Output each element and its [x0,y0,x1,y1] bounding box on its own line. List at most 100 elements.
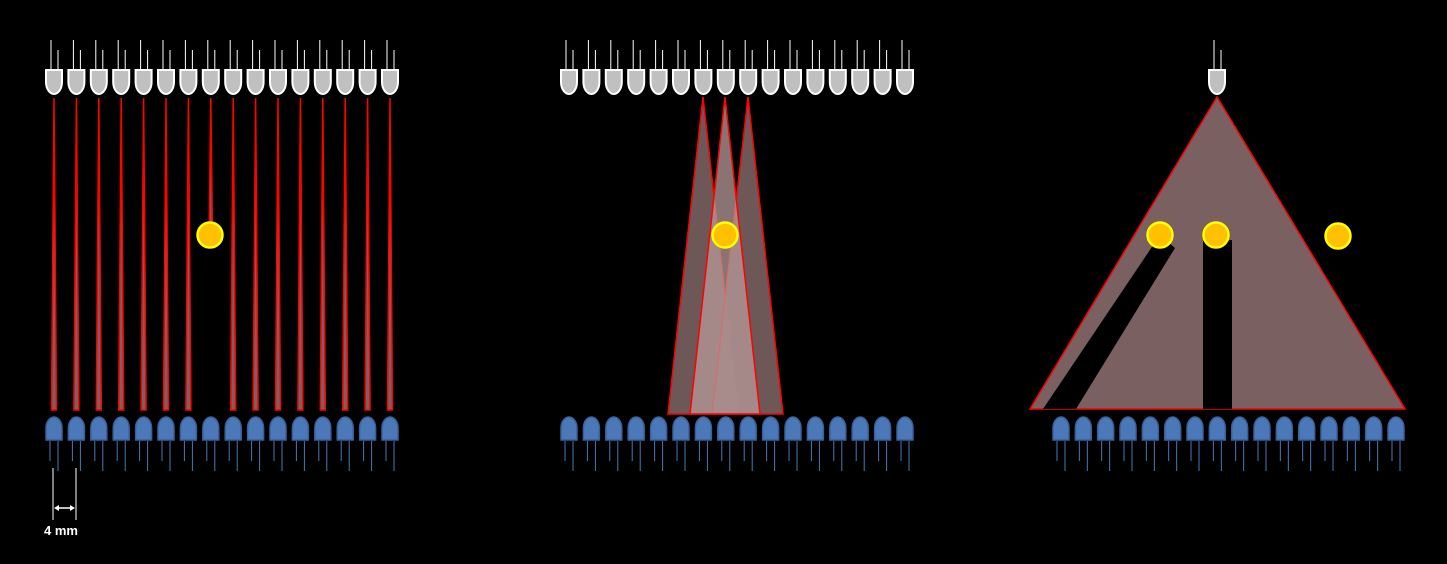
receiver-led-icon [829,416,847,441]
beam [95,97,103,411]
receiver-led-icon [1275,416,1294,441]
receiver-led-icon [1364,416,1383,441]
receiver-led-icon [627,416,645,441]
emitter-led-icon [649,69,668,95]
emitter-led-icon [828,69,847,95]
emitter-led-icon [739,69,758,95]
emitter-led-icon [336,69,355,95]
beam [117,97,125,411]
beam [274,97,282,411]
beam [386,97,394,411]
emitter-led-icon [1208,69,1226,95]
receiver-led-icon [873,416,892,441]
receiver-led-icon [291,416,310,441]
receiver-led-icon [784,416,802,441]
emitter-led-icon [806,69,825,95]
beam [252,97,259,411]
emitter-led-icon [716,69,735,95]
beam [297,97,304,411]
receiver-led-icon [1186,416,1204,441]
emitter-led-icon [784,69,802,95]
receiver-led-icon [269,416,287,441]
receiver-led-icon [1163,416,1182,441]
receiver-led-icon [246,416,265,441]
receiver-led-icon [314,416,332,441]
beam [319,97,327,411]
receiver-led-icon [134,416,153,441]
beam [73,97,80,411]
receiver-led-icon [896,416,914,441]
object-circle [1324,222,1352,250]
receiver-led-icon [224,416,242,441]
receiver-led-icon [1297,416,1316,441]
receiver-led-icon [1052,416,1070,441]
emitter-led-icon [89,69,108,95]
receiver-led-icon [1208,416,1227,441]
emitter-led-icon [201,69,220,95]
receiver-led-icon [694,416,713,441]
receiver-led-icon [1141,416,1160,441]
emitter-led-icon [381,69,399,95]
receiver-led-icon [582,416,601,441]
emitter-led-icon [134,69,153,95]
emitter-led-icon [604,69,623,95]
scale-bar-label: 4 mm [44,523,78,538]
beam [140,97,147,411]
emitter-led-icon [291,69,310,95]
emitter-led-icon [873,69,892,95]
receiver-led-icon [1074,416,1093,441]
receiver-led-icon [1096,416,1115,441]
beam [50,97,58,411]
emitter-led-icon [896,69,914,95]
beam [185,97,192,411]
receiver-led-icon [1342,416,1361,441]
receiver-led-icon [717,416,735,441]
emitter-led-icon [112,69,131,95]
receiver-led-icon [112,416,130,441]
emitter-led-icon [224,69,243,95]
scale-bar-arrowheads [54,505,75,511]
beam [229,97,237,411]
emitter-led-icon [157,69,175,95]
shadow-region [1043,235,1175,409]
beam [208,97,214,223]
receiver-led-icon [202,416,220,441]
receiver-led-icon [605,416,623,441]
emitter-led-icon [560,69,578,95]
receiver-led-icon [806,416,825,441]
receiver-led-icon [761,416,780,441]
receiver-led-icon [560,416,578,441]
emitter-led-icon [582,69,601,95]
receiver-led-icon [672,416,690,441]
receiver-led-icon [1320,416,1338,441]
beam-cone [689,96,761,415]
emitter-led-icon [67,69,86,95]
emitter-led-icon [313,69,332,95]
emitter-led-icon [672,69,690,95]
receiver-led-icon [336,416,354,441]
object-circle [1146,221,1174,249]
object-circle [1202,221,1230,249]
receiver-led-icon [649,416,668,441]
shadow-region [1203,240,1232,409]
beam [341,97,349,411]
emitter-led-icon [627,69,646,95]
beam [364,97,371,411]
object-circle [196,221,224,249]
emitter-led-icon [45,69,63,95]
receiver-led-icon [157,416,175,441]
receiver-led-icon [179,416,198,441]
emitter-led-icon [851,69,870,95]
beam [162,97,170,411]
emitter-led-icon [246,69,265,95]
receiver-led-icon [1253,416,1271,441]
receiver-led-icon [45,416,63,441]
receiver-led-icon [381,416,399,441]
object-circle [711,221,739,249]
receiver-led-icon [1230,416,1249,441]
emitter-led-icon [179,69,198,95]
receiver-led-icon [851,416,869,441]
receiver-led-icon [1119,416,1137,441]
receiver-led-icon [1387,416,1405,441]
